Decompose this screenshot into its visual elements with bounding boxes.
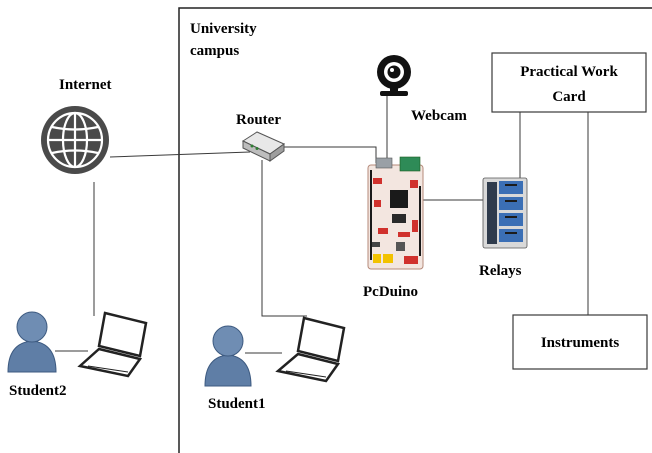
student2-user-icon xyxy=(7,311,57,373)
wire-router-pcduino xyxy=(278,146,377,163)
router-icon xyxy=(241,131,286,162)
relay-module xyxy=(482,177,528,249)
practical-work-card-label-line2: Card xyxy=(552,89,586,105)
instruments-box: Instruments xyxy=(512,314,648,370)
campus-label-line2: campus xyxy=(190,43,239,59)
webcam-label: Webcam xyxy=(411,108,467,124)
practical-work-card-box: Practical Work Card xyxy=(491,52,647,113)
connections xyxy=(55,95,589,354)
instruments-label: Instruments xyxy=(541,335,620,351)
pcduino-board xyxy=(367,156,424,270)
student2-laptop-icon xyxy=(77,311,148,378)
pcduino-label: PcDuino xyxy=(363,284,418,300)
student2-label: Student2 xyxy=(9,383,67,399)
internet-label: Internet xyxy=(59,77,112,93)
student1-label: Student1 xyxy=(208,396,266,412)
webcam-icon xyxy=(377,55,411,96)
student1-user-icon xyxy=(204,325,252,387)
globe-icon xyxy=(41,106,109,174)
practical-work-card-label-line1: Practical Work xyxy=(520,64,618,80)
campus-label-line1: University xyxy=(190,21,257,37)
router-label: Router xyxy=(236,112,281,128)
student1-laptop-icon xyxy=(275,316,346,383)
wire-internet-router xyxy=(109,151,251,158)
campus-boundary xyxy=(178,7,652,453)
wire-router-student1 xyxy=(261,160,307,317)
relays-label: Relays xyxy=(479,263,522,279)
